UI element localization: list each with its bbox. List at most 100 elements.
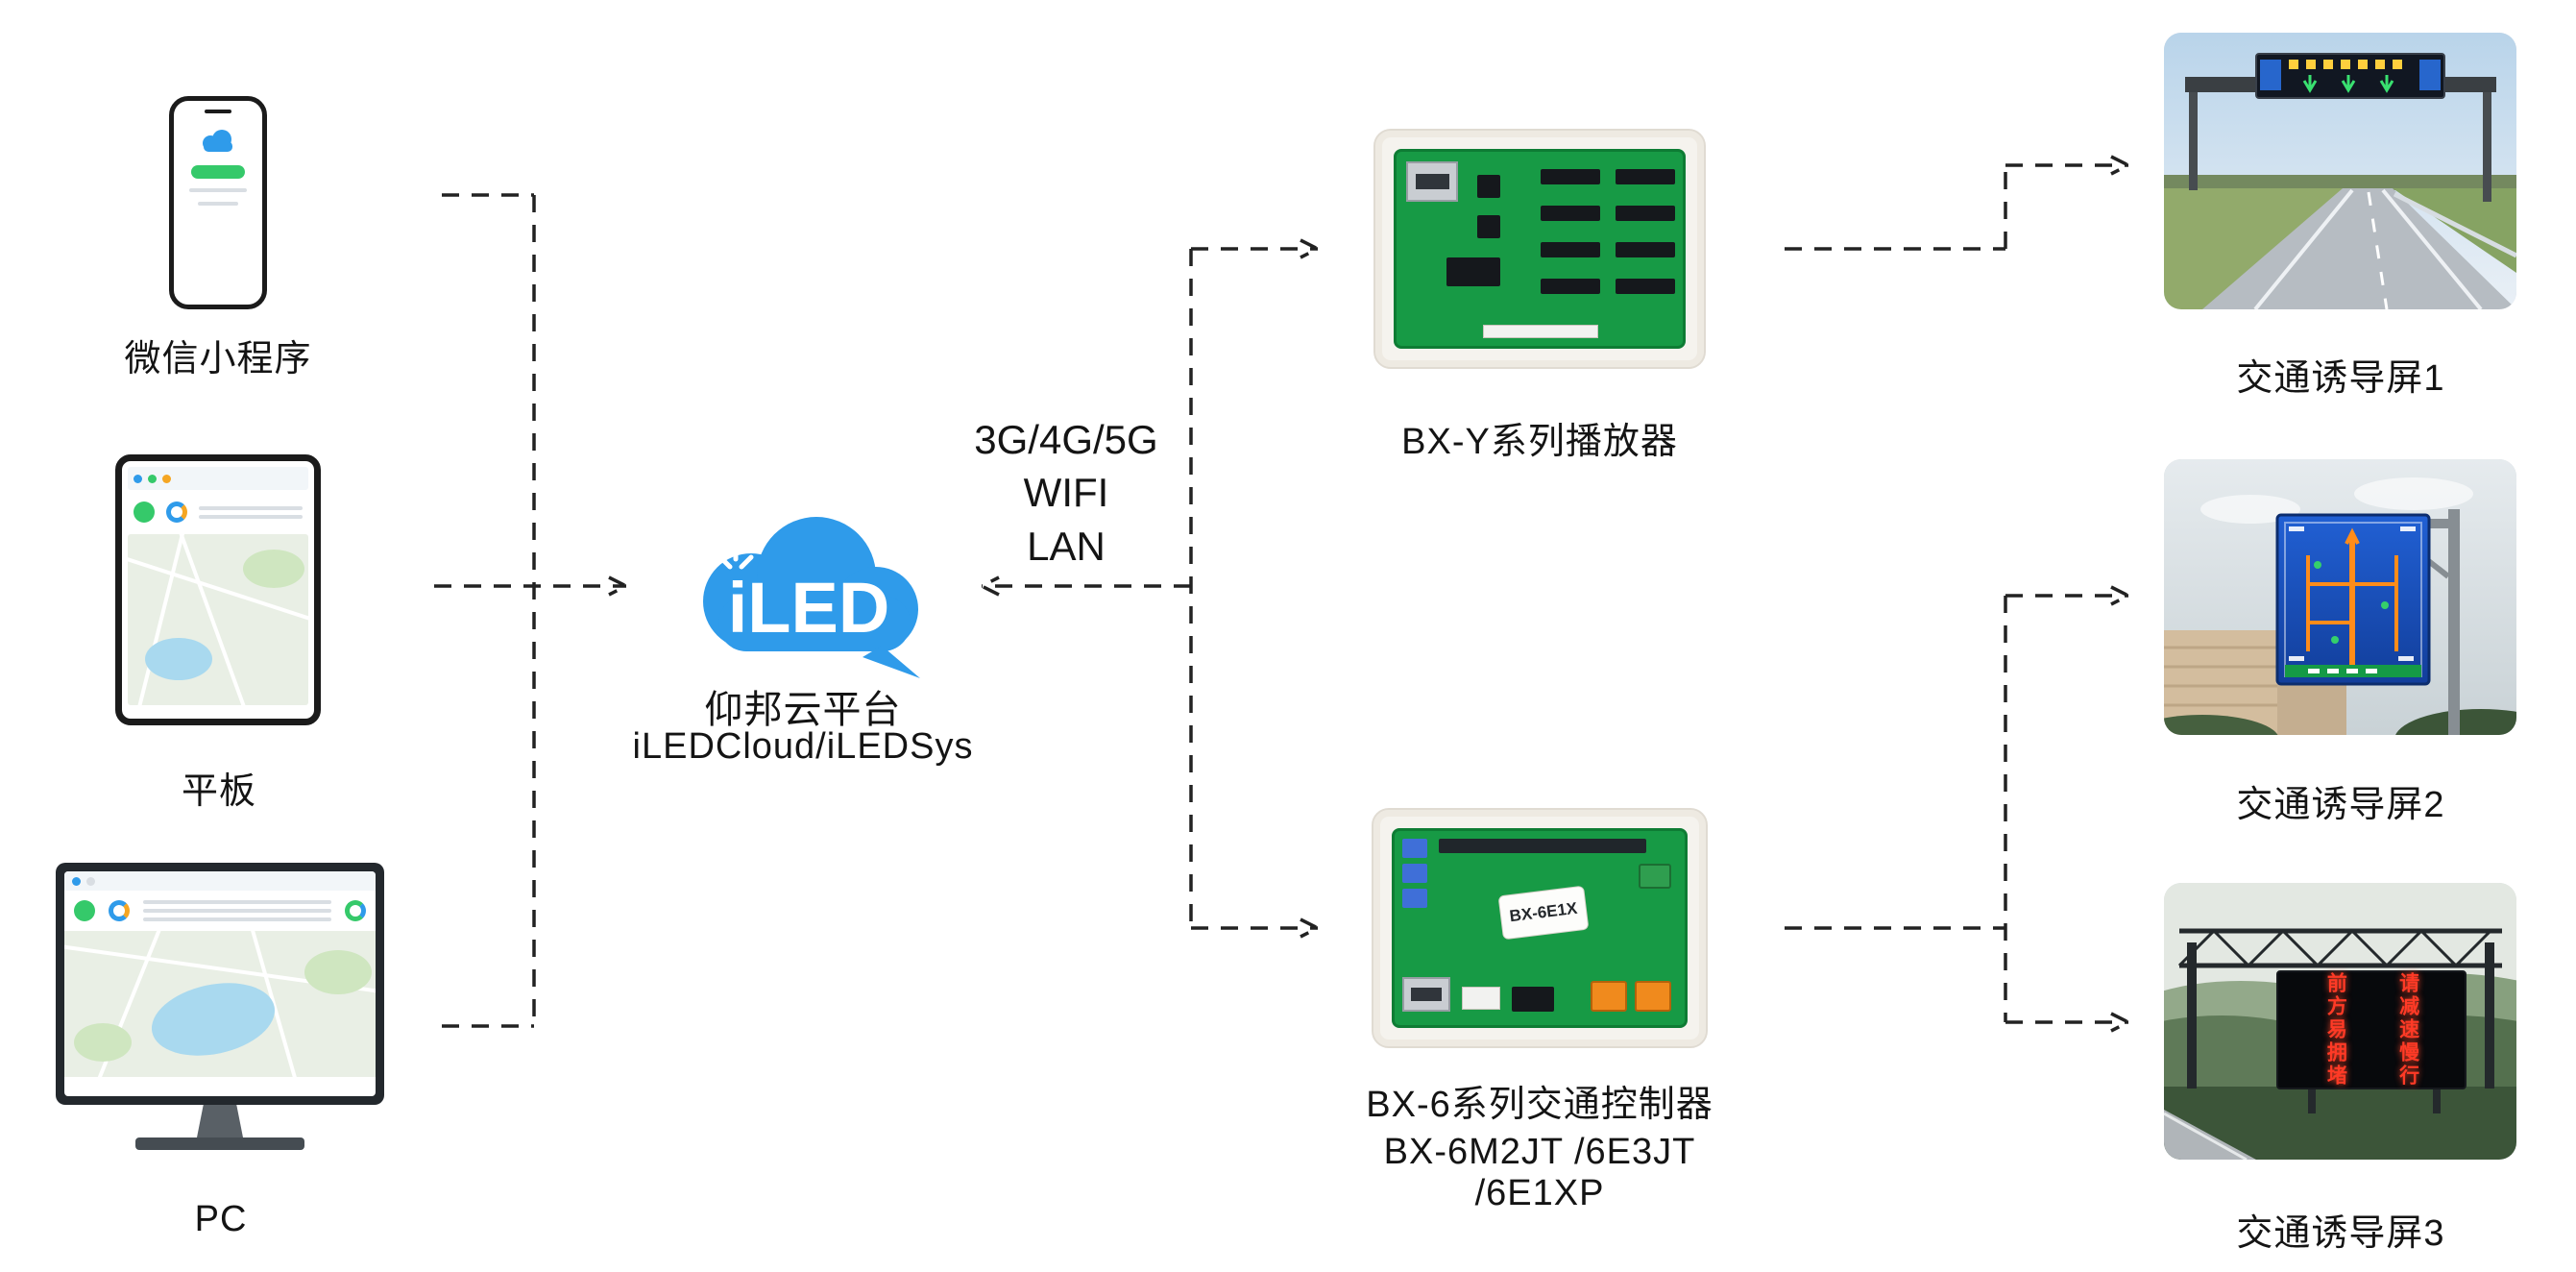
gantry-truss	[2177, 928, 2502, 968]
blue-sign-scene	[2164, 459, 2516, 735]
platform-name: 仰邦云平台	[704, 689, 902, 731]
pin-header	[1439, 839, 1646, 853]
chip	[1477, 215, 1500, 238]
dip-chip	[1616, 279, 1675, 294]
phone-app-text-line	[189, 188, 247, 192]
lane-arrows	[2302, 75, 2394, 93]
chip	[1446, 257, 1500, 286]
pc-app-toolbar	[64, 871, 376, 891]
toolbar-dot	[72, 876, 81, 886]
cloud-logo-text: iLED	[728, 568, 890, 648]
controller-sublabel-bx6: BX-6M2JT /6E3JT /6E1XP	[1383, 1132, 1696, 1213]
dip-chip	[1541, 279, 1600, 294]
relay	[1402, 839, 1427, 858]
ethernet-port	[1406, 161, 1458, 202]
edge-connector	[1483, 325, 1598, 338]
dip-chip	[1541, 242, 1600, 257]
tablet-app-toolbar	[128, 467, 308, 490]
phone-speaker	[205, 110, 231, 113]
display-label-3: 交通诱导屏3	[2236, 1213, 2445, 1254]
device-label-pc: PC	[194, 1199, 248, 1239]
dip-chip	[1541, 206, 1600, 221]
model-sticker: BX-6E1X	[1497, 885, 1590, 941]
smartphone-mockup	[169, 96, 267, 309]
controller-label-bx6: BX-6系列交通控制器	[1366, 1085, 1713, 1125]
led-text-column-1: 前方易拥堵	[2324, 972, 2347, 1088]
usb-port	[1402, 977, 1450, 1012]
status-shield-icon	[74, 900, 95, 921]
network-line-3: LAN	[1027, 523, 1106, 569]
pc-app-widgets	[64, 891, 376, 931]
phone-app-login-button	[191, 165, 245, 179]
map-lake	[145, 638, 212, 680]
terminal-block-orange	[1635, 981, 1671, 1012]
pie-chart-icon	[109, 900, 130, 921]
bx6-pcb: BX-6E1X	[1392, 828, 1688, 1028]
map-lake	[144, 972, 282, 1066]
tablet-mockup	[115, 454, 321, 725]
iled-cloud-logo: iLED	[672, 488, 934, 685]
cloud-icon: iLED	[703, 517, 920, 678]
platform-subtitle: iLEDCloud/iLEDSys	[632, 726, 974, 767]
map-road	[178, 534, 255, 705]
bxy-pcb	[1394, 149, 1686, 349]
traffic-display-photo-1	[2164, 33, 2516, 309]
pc-monitor	[56, 863, 384, 1105]
terminal-block-green	[1639, 864, 1671, 889]
sign-text-hints	[2289, 526, 2416, 661]
led-text-dots	[2289, 60, 2402, 69]
bxy-controller-board	[1373, 129, 1706, 369]
sign-green-dots	[2314, 561, 2389, 644]
map-park	[304, 950, 372, 994]
toolbar-dot	[134, 474, 142, 483]
display-label-2: 交通诱导屏2	[2236, 785, 2445, 825]
traffic-display-photo-3: 前方易拥堵 请减速慢行	[2164, 883, 2516, 1160]
toolbar-dot	[148, 474, 157, 483]
pie-chart-icon	[345, 900, 366, 921]
red-led-scene	[2164, 883, 2516, 1160]
pc-mockup	[56, 863, 384, 1150]
relay	[1402, 864, 1427, 883]
controller-label-bxy: BX-Y系列播放器	[1401, 422, 1678, 462]
phone-app-text-line	[198, 202, 238, 206]
device-label-tablet: 平板	[181, 771, 256, 812]
stat-bars	[199, 505, 303, 519]
traffic-display-photo-2	[2164, 459, 2516, 735]
sparkle-rays-icon	[717, 541, 754, 570]
led-text-column-2: 请减速慢行	[2396, 972, 2419, 1088]
pc-screen	[64, 871, 376, 1096]
pie-chart-icon	[166, 501, 187, 523]
map-park	[74, 1023, 132, 1062]
status-shield-icon	[134, 501, 155, 523]
terminal-block-orange	[1591, 981, 1627, 1012]
device-label-wechat: 微信小程序	[124, 339, 312, 379]
tablet-app-widgets	[128, 490, 308, 534]
dip-chip	[1616, 242, 1675, 257]
chip	[1512, 987, 1554, 1012]
bx6-controller-board: BX-6E1X	[1372, 808, 1708, 1048]
white-connector	[1462, 987, 1500, 1010]
tablet-map	[128, 534, 308, 705]
pc-map	[64, 931, 376, 1077]
pc-stand-base	[135, 1137, 304, 1150]
toolbar-dot	[86, 876, 95, 886]
relay	[1402, 889, 1427, 908]
chip	[1477, 175, 1500, 198]
dip-chip	[1616, 169, 1675, 184]
building-windows	[2164, 646, 2277, 707]
sign-road-network	[2306, 527, 2398, 669]
pc-stand-neck	[197, 1105, 243, 1137]
sign-bottom-text	[2308, 669, 2377, 673]
led-panel-text: 前方易拥堵 请减速慢行	[2277, 971, 2466, 1089]
dip-chip	[1541, 169, 1600, 184]
dip-chip	[1616, 206, 1675, 221]
network-line-1: 3G/4G/5G	[974, 417, 1158, 462]
stat-bars	[143, 900, 331, 921]
map-park	[243, 550, 304, 588]
network-line-2: WIFI	[1023, 470, 1109, 516]
display-label-1: 交通诱导屏1	[2236, 358, 2445, 399]
network-types-label: 3G/4G/5G WIFI LAN	[912, 413, 1220, 573]
phone-app-cloud-icon	[203, 130, 232, 152]
highway-scene	[2164, 33, 2516, 309]
